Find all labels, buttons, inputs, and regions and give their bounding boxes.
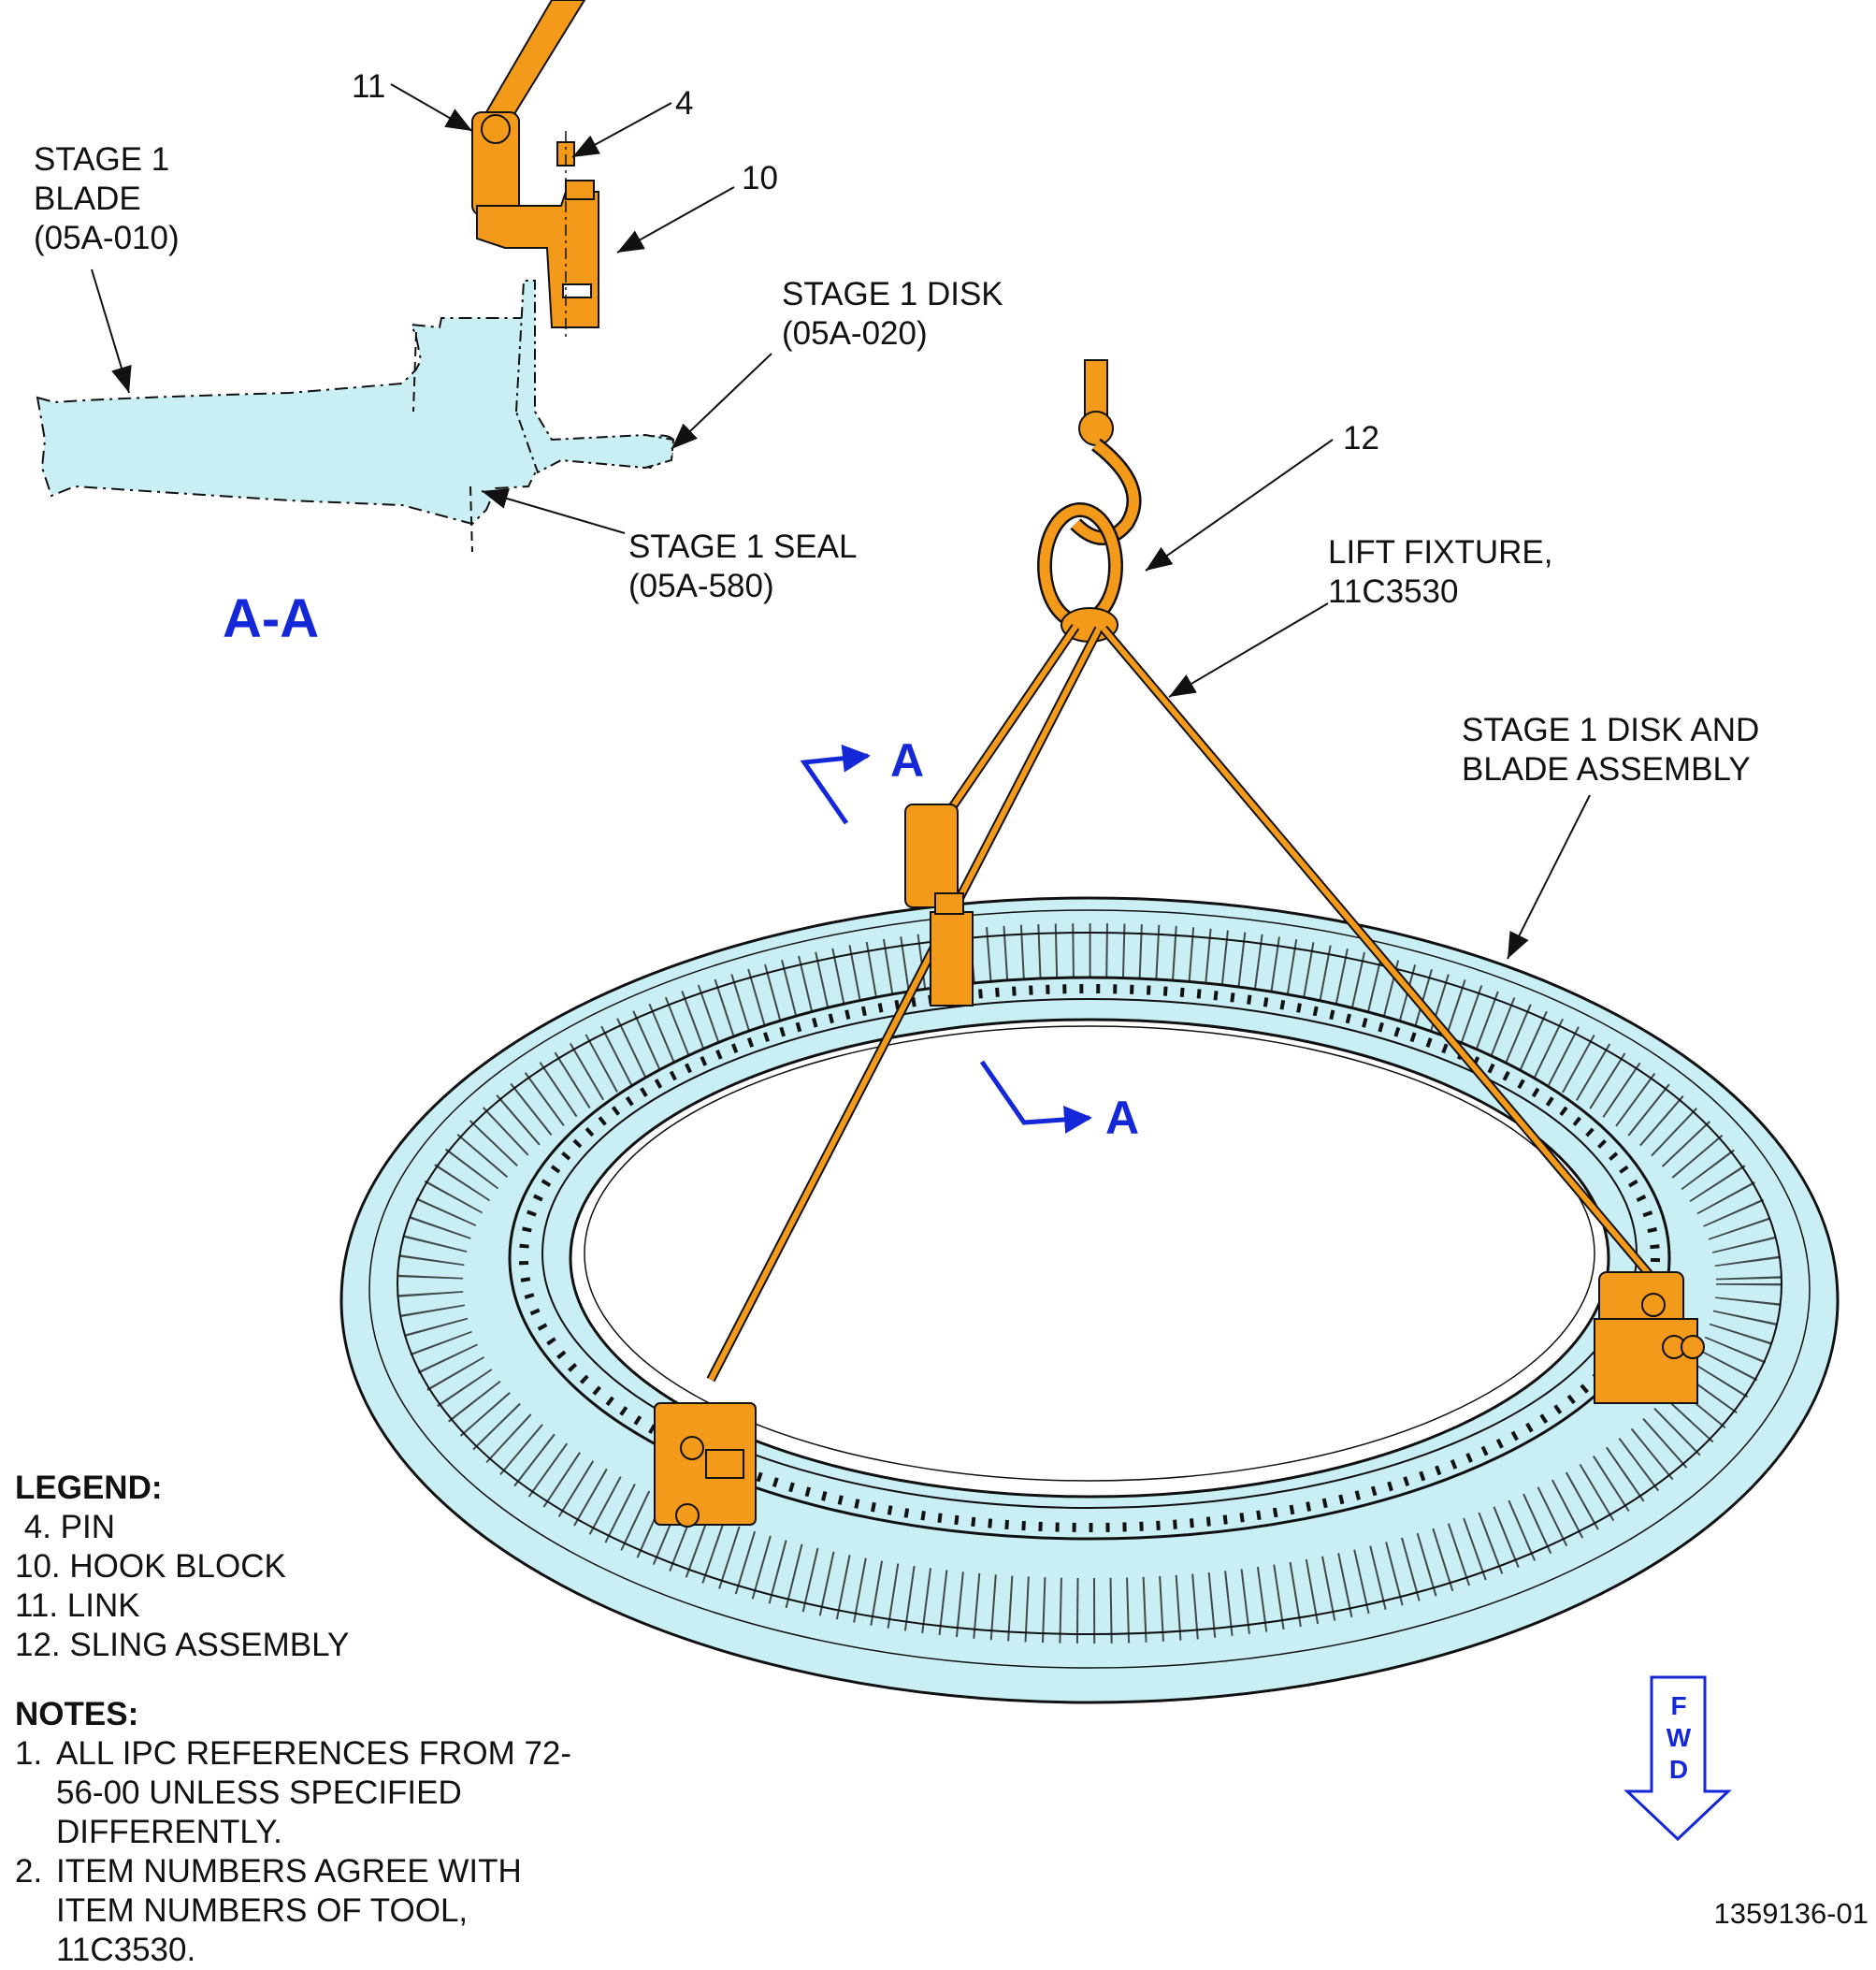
blade-label-line1: STAGE 1 (34, 141, 170, 178)
callout-10: 10 (742, 160, 778, 196)
blade-label-line2: BLADE (34, 181, 141, 217)
section-cut-line (800, 744, 1092, 1134)
callout-4: 4 (675, 85, 694, 122)
callout-12: 12 (1343, 420, 1379, 456)
lift-fixture-label: LIFT FIXTURE, 11C3530 (1328, 533, 1553, 612)
lift-fixture (654, 359, 1705, 1528)
assembly-label: STAGE 1 DISK AND BLADE ASSEMBLY (1462, 711, 1759, 789)
blade-label-line3: (05A-010) (34, 220, 180, 256)
seal-label-line2: (05A-580) (628, 568, 774, 604)
lift-fixture-label-line1: LIFT FIXTURE, (1328, 534, 1553, 571)
blade-label: STAGE 1 BLADE (05A-010) (34, 140, 180, 258)
note-2: 2. ITEM NUMBERS AGREE WITH ITEM NUMBERS … (15, 1852, 580, 1970)
blade-section (36, 317, 675, 526)
disk-label-line1: STAGE 1 DISK (782, 276, 1003, 312)
seal-label: STAGE 1 SEAL (05A-580) (628, 528, 857, 606)
legend-item-pin: 4. PIN (15, 1509, 115, 1545)
hook-block-top (904, 804, 974, 1007)
callout-11: 11 (352, 68, 386, 105)
notes: NOTES: 1. ALL IPC REFERENCES FROM 72-56-… (15, 1695, 580, 1970)
cut-mark-upper: A (890, 734, 925, 787)
notes-title: NOTES: (15, 1696, 139, 1732)
fwd-letter-f: F (1670, 1691, 1687, 1720)
disk-label: STAGE 1 DISK (05A-020) (782, 275, 1003, 354)
note-2-number: 2. (15, 1853, 43, 1890)
assembly-label-line2: BLADE ASSEMBLY (1462, 751, 1751, 788)
cut-mark-lower: A (1105, 1092, 1140, 1144)
fwd-letter-w: W (1666, 1723, 1692, 1752)
note-1-number: 1. (15, 1735, 43, 1772)
legend-item-sling-assembly: 12. SLING ASSEMBLY (15, 1627, 350, 1663)
lift-fixture-label-line2: 11C3530 (1328, 573, 1459, 610)
legend-item-link: 11. LINK (15, 1587, 140, 1624)
figure-code: 1359136-01 (1713, 1897, 1869, 1930)
seal-label-line1: STAGE 1 SEAL (628, 529, 858, 565)
section-detail (36, 0, 772, 553)
note-2-text: ITEM NUMBERS AGREE WITH ITEM NUMBERS OF … (56, 1853, 522, 1968)
hook-block-left (654, 1402, 757, 1528)
assembly-label-line1: STAGE 1 DISK AND (1462, 712, 1760, 748)
disk-label-line2: (05A-020) (782, 315, 928, 352)
fwd-letter-d: D (1668, 1755, 1689, 1784)
disk-section (514, 280, 675, 474)
note-1-text: ALL IPC REFERENCES FROM 72-56-00 UNLESS … (56, 1735, 572, 1850)
detail-hook-block (471, 0, 599, 337)
section-title: A-A (223, 588, 320, 649)
hook-block-right (1594, 1271, 1705, 1404)
legend-item-hook-block: 10. HOOK BLOCK (15, 1548, 286, 1585)
legend-title: LEGEND: (15, 1470, 163, 1506)
note-1: 1. ALL IPC REFERENCES FROM 72-56-00 UNLE… (15, 1734, 580, 1852)
forward-arrow (1623, 1675, 1732, 1842)
legend: LEGEND: 4. PIN 10. HOOK BLOCK 11. LINK 1… (15, 1469, 349, 1665)
